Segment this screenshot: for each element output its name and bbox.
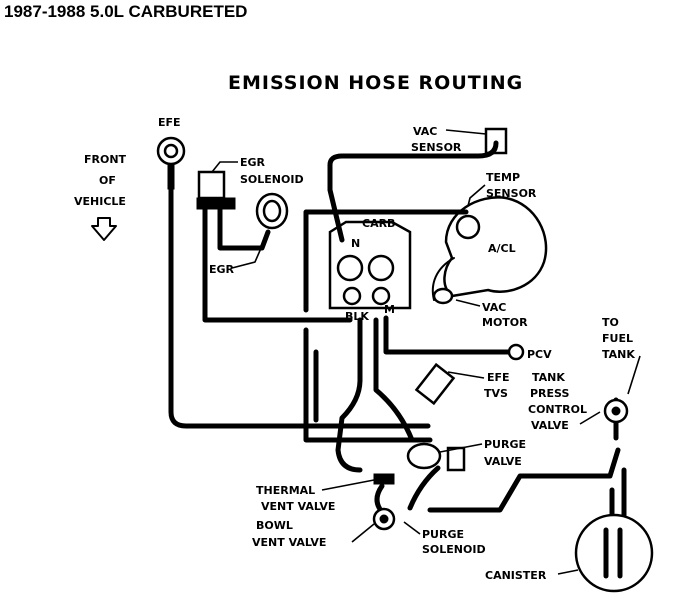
tank-press-label-1: TANK	[532, 371, 565, 384]
temp-sensor-label-1: TEMP	[486, 171, 520, 184]
efe-tvs	[414, 362, 456, 406]
purge-valve-label-1: PURGE	[484, 438, 526, 451]
vac-sensor-label-1: VAC	[413, 125, 437, 138]
air-cleaner-label: A/CL	[488, 242, 516, 255]
canister-label: CANISTER	[485, 569, 547, 582]
vac-motor-label-2: MOTOR	[482, 316, 528, 329]
carb-label: CARB	[362, 217, 395, 230]
purge-valve	[406, 442, 466, 472]
bowl-vent-label-1: BOWL	[256, 519, 293, 532]
diagram-title: EMISSION HOSE ROUTING	[228, 72, 523, 94]
front-of-vehicle-indicator: FRONT OF VEHICLE	[74, 153, 127, 241]
tank-press-label-3: CONTROL	[528, 403, 587, 416]
thermal-vent-valve	[373, 473, 395, 485]
egr-label: EGR	[209, 263, 235, 276]
vacuum-hoses	[168, 140, 627, 563]
page-title: 1987-1988 5.0L CARBURETED	[4, 2, 248, 21]
carb-port-m-label: M	[384, 303, 395, 316]
pcv-label: PCV	[527, 348, 552, 361]
carburetor	[328, 220, 412, 310]
tank-press-label-4: VALVE	[531, 419, 569, 432]
front-arrow-icon	[91, 217, 117, 241]
pcv-fitting	[507, 343, 525, 361]
bowl-vent-label-2: VENT VALVE	[252, 536, 326, 549]
tank-press-label-2: PRESS	[530, 387, 569, 400]
charcoal-canister	[574, 513, 654, 593]
purge-solenoid-label-2: SOLENOID	[422, 543, 486, 556]
to-fuel-tank-label-2: FUEL	[602, 332, 633, 345]
egr-solenoid-label-1: EGR	[240, 156, 266, 169]
bowl-vent-valve	[372, 507, 396, 531]
efe-label: EFE	[158, 116, 181, 129]
front-label-2: OF	[99, 174, 116, 187]
egr-valve	[255, 192, 289, 230]
vac-motor-label-1: VAC	[482, 301, 506, 314]
carb-port-n-label: N	[351, 237, 360, 250]
thermal-vent-label-2: VENT VALVE	[261, 500, 335, 513]
front-label-1: FRONT	[84, 153, 127, 166]
front-label-3: VEHICLE	[74, 195, 126, 208]
vac-sensor-label-2: SENSOR	[411, 141, 462, 154]
to-fuel-tank-label-3: TANK	[602, 348, 635, 361]
efe-tvs-label-1: EFE	[487, 371, 510, 384]
to-fuel-tank-label-1: TO	[602, 316, 619, 329]
thermal-vent-label-1: THERMAL	[256, 484, 315, 497]
efe-tvs-label-2: TVS	[484, 387, 508, 400]
efe-fitting	[156, 136, 186, 190]
egr-solenoid-label-2: SOLENOID	[240, 173, 304, 186]
purge-valve-label-2: VALVE	[484, 455, 522, 468]
air-cleaner	[431, 196, 548, 305]
purge-solenoid-label-1: PURGE	[422, 528, 464, 541]
tank-pressure-control-valve	[603, 398, 629, 424]
egr-solenoid	[196, 170, 236, 210]
